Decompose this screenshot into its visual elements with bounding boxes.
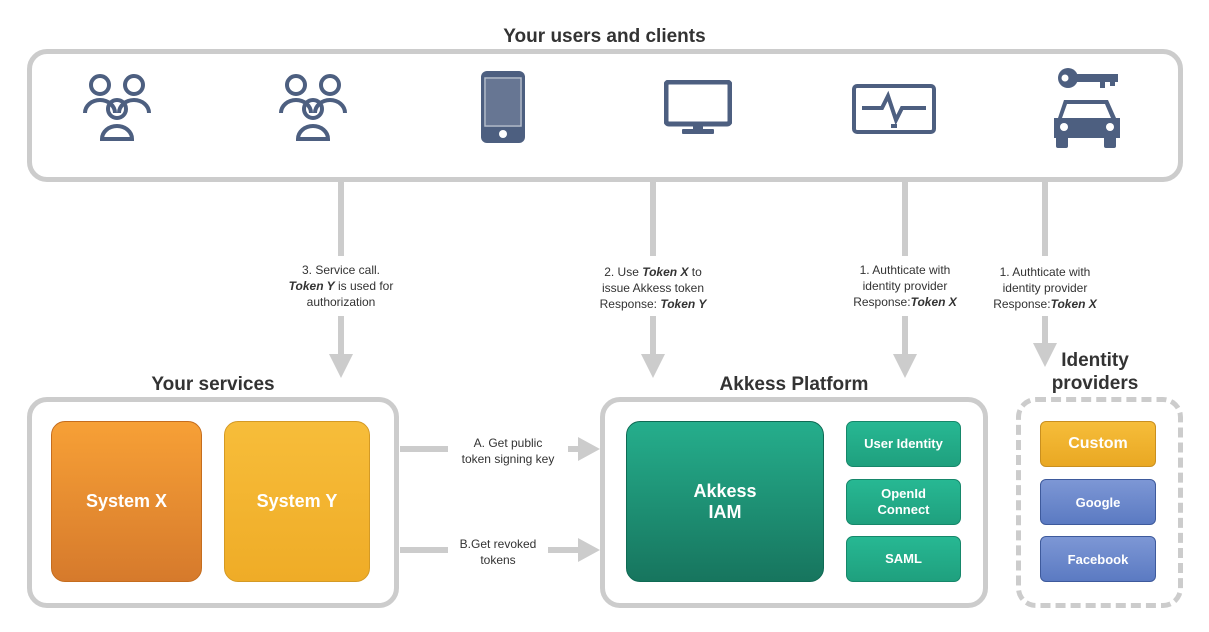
smartphone-icon [480, 70, 526, 144]
platform-title: Akkess Platform [719, 374, 869, 395]
identity-providers-title: Identity providers [1051, 350, 1139, 394]
saml-box: SAML [846, 536, 961, 582]
label-service-call: 3. Service call. Token Y is used for aut… [288, 263, 394, 309]
user-identity-box: User Identity [846, 421, 961, 467]
label-auth-2: 1. Authticate with identity provider Res… [993, 265, 1097, 311]
car-key-icon [1050, 66, 1126, 150]
services-title: Your services [151, 374, 275, 395]
identity-providers-panel [1016, 397, 1183, 608]
label-get-revoked: B.Get revoked tokens [459, 537, 537, 567]
system-y-box: System Y [224, 421, 370, 582]
label-auth-1: 1. Authticate with identity provider Res… [853, 263, 957, 309]
google-provider-box: Google [1040, 479, 1156, 525]
users-group-icon [278, 73, 348, 143]
openid-connect-box: OpenId Connect [846, 479, 961, 525]
custom-provider-box: Custom [1040, 421, 1156, 467]
activity-monitor-icon [852, 84, 936, 134]
clients-title: Your users and clients [503, 26, 706, 47]
clients-panel [27, 49, 1183, 182]
label-use-token: 2. Use Token X to issue Akkess token Res… [599, 265, 707, 311]
desktop-monitor-icon [664, 80, 732, 136]
system-x-box: System X [51, 421, 202, 582]
label-get-key: A. Get public token signing key [461, 436, 555, 466]
users-group-icon [82, 73, 152, 143]
facebook-provider-box: Facebook [1040, 536, 1156, 582]
